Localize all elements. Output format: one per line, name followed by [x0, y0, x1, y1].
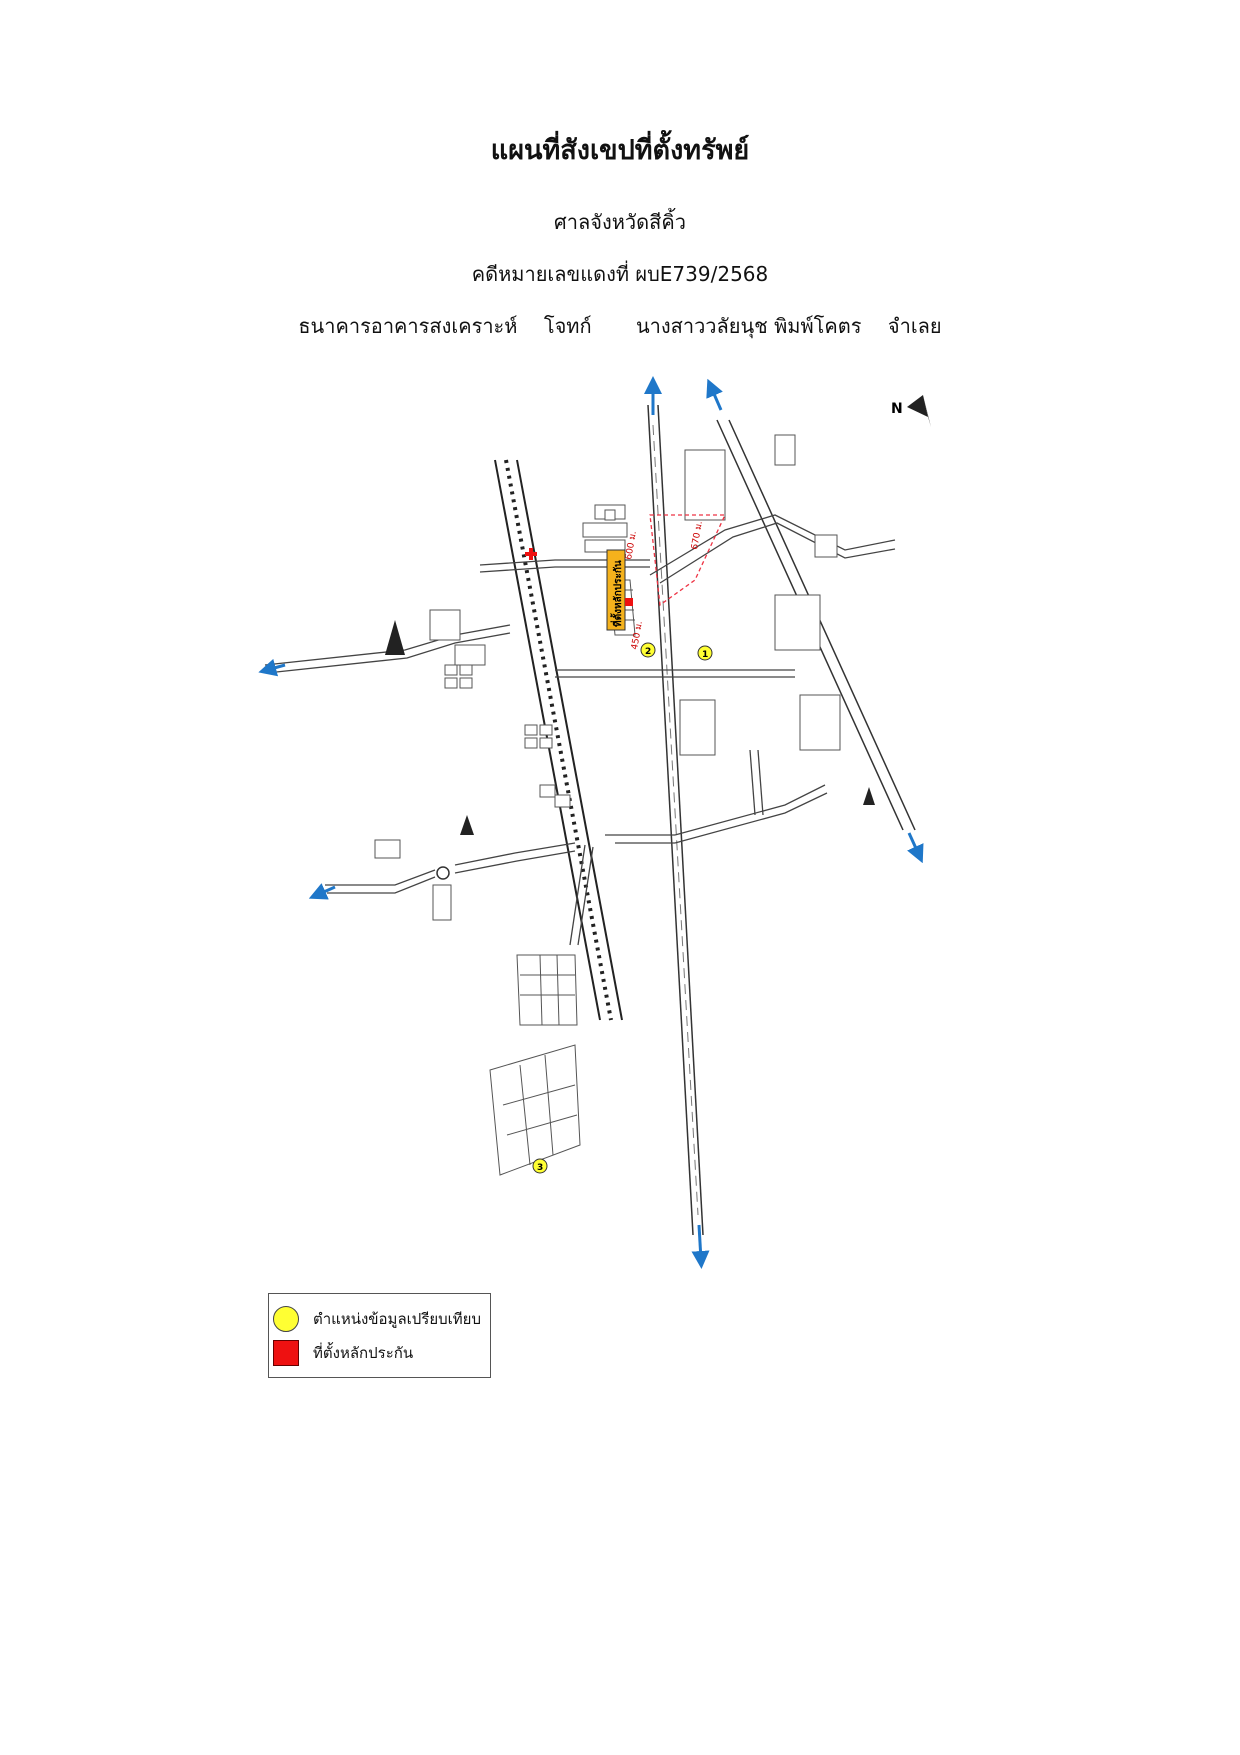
svg-text:3: 3	[537, 1163, 543, 1173]
comparison-marker-2: 2	[640, 642, 656, 658]
yellow-circle-icon	[273, 1306, 299, 1332]
defendant-role: จำเลย	[887, 314, 942, 338]
main-highway	[644, 376, 710, 1269]
legend-collateral-label: ที่ตั้งหลักประกัน	[313, 1344, 414, 1362]
road-arrow-icon	[258, 658, 286, 677]
north-letter: N	[891, 401, 903, 417]
collateral-marker	[625, 598, 633, 606]
legend-comparison-label: ตำแหน่งข้อมูลเปรียบเทียบ	[313, 1310, 481, 1328]
road-arrow-icon	[308, 883, 336, 900]
page-title: แผนที่สังเขปที่ตั้งทรัพย์	[490, 135, 750, 166]
svg-text:1: 1	[702, 650, 708, 660]
plaintiff-role: โจทก์	[543, 314, 592, 338]
comparison-marker-3: 3	[532, 1158, 548, 1174]
plaintiff-name: ธนาคารอาคารสงเคราะห์	[298, 314, 518, 338]
temple-icon	[863, 787, 875, 805]
collateral-label-box: ที่ตั้งหลักประกัน	[606, 549, 626, 631]
distance-600: 600 ม.	[624, 530, 639, 560]
buildings	[374, 434, 841, 921]
distance-670: 670 ม.	[690, 520, 705, 550]
parties-line: ธนาคารอาคารสงเคราะห์ โจทก์ นางสาววลัยนุช…	[0, 310, 1240, 342]
court-name: ศาลจังหวัดสีคิ้ว	[554, 210, 686, 234]
svg-text:2: 2	[645, 647, 651, 657]
north-arrow-icon: N	[891, 395, 931, 427]
map-legend: ตำแหน่งข้อมูลเปรียบเทียบ ที่ตั้งหลักประก…	[268, 1293, 491, 1378]
legend-item-collateral: ที่ตั้งหลักประกัน	[269, 1340, 413, 1366]
collateral-label: ที่ตั้งหลักประกัน	[610, 560, 624, 627]
distance-450: 450 ม.	[630, 620, 645, 650]
temple-icon	[385, 620, 405, 655]
defendant-name: นางสาววลัยนุช พิมพ์โคตร	[635, 314, 862, 338]
legend-item-comparison: ตำแหน่งข้อมูลเปรียบเทียบ	[269, 1306, 481, 1332]
temple-icon	[460, 815, 474, 835]
case-number: คดีหมายเลขแดงที่ ผบE739/2568	[471, 262, 769, 286]
subdivision-south	[489, 954, 581, 1176]
distance-boundary	[649, 514, 727, 607]
hospital-icon	[525, 548, 537, 560]
location-map: N	[258, 376, 931, 1269]
comparison-marker-1: 1	[697, 645, 713, 661]
roundabout	[436, 866, 450, 880]
red-square-icon	[273, 1340, 299, 1366]
